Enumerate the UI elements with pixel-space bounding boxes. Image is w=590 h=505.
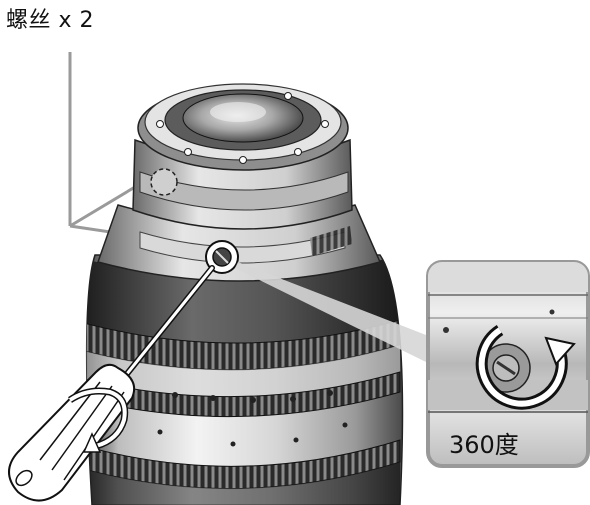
side-screw-highlight	[150, 168, 178, 196]
screw-count-label: 螺丝 x 2	[6, 8, 95, 33]
mount-collar	[97, 204, 382, 282]
lens-mount	[132, 83, 353, 230]
rotate-arrow-icon	[68, 387, 129, 453]
inset-screw	[481, 343, 531, 393]
barrel-holes	[157, 390, 348, 447]
inset-rotate-arrow-icon	[475, 324, 576, 410]
rotation-angle-label: 360度	[449, 431, 519, 459]
screwdriver-icon	[8, 265, 215, 502]
detail-inset	[426, 260, 590, 468]
mount-screws	[156, 92, 329, 164]
screw-head-icon	[205, 240, 239, 274]
inset-pointer	[235, 262, 426, 362]
